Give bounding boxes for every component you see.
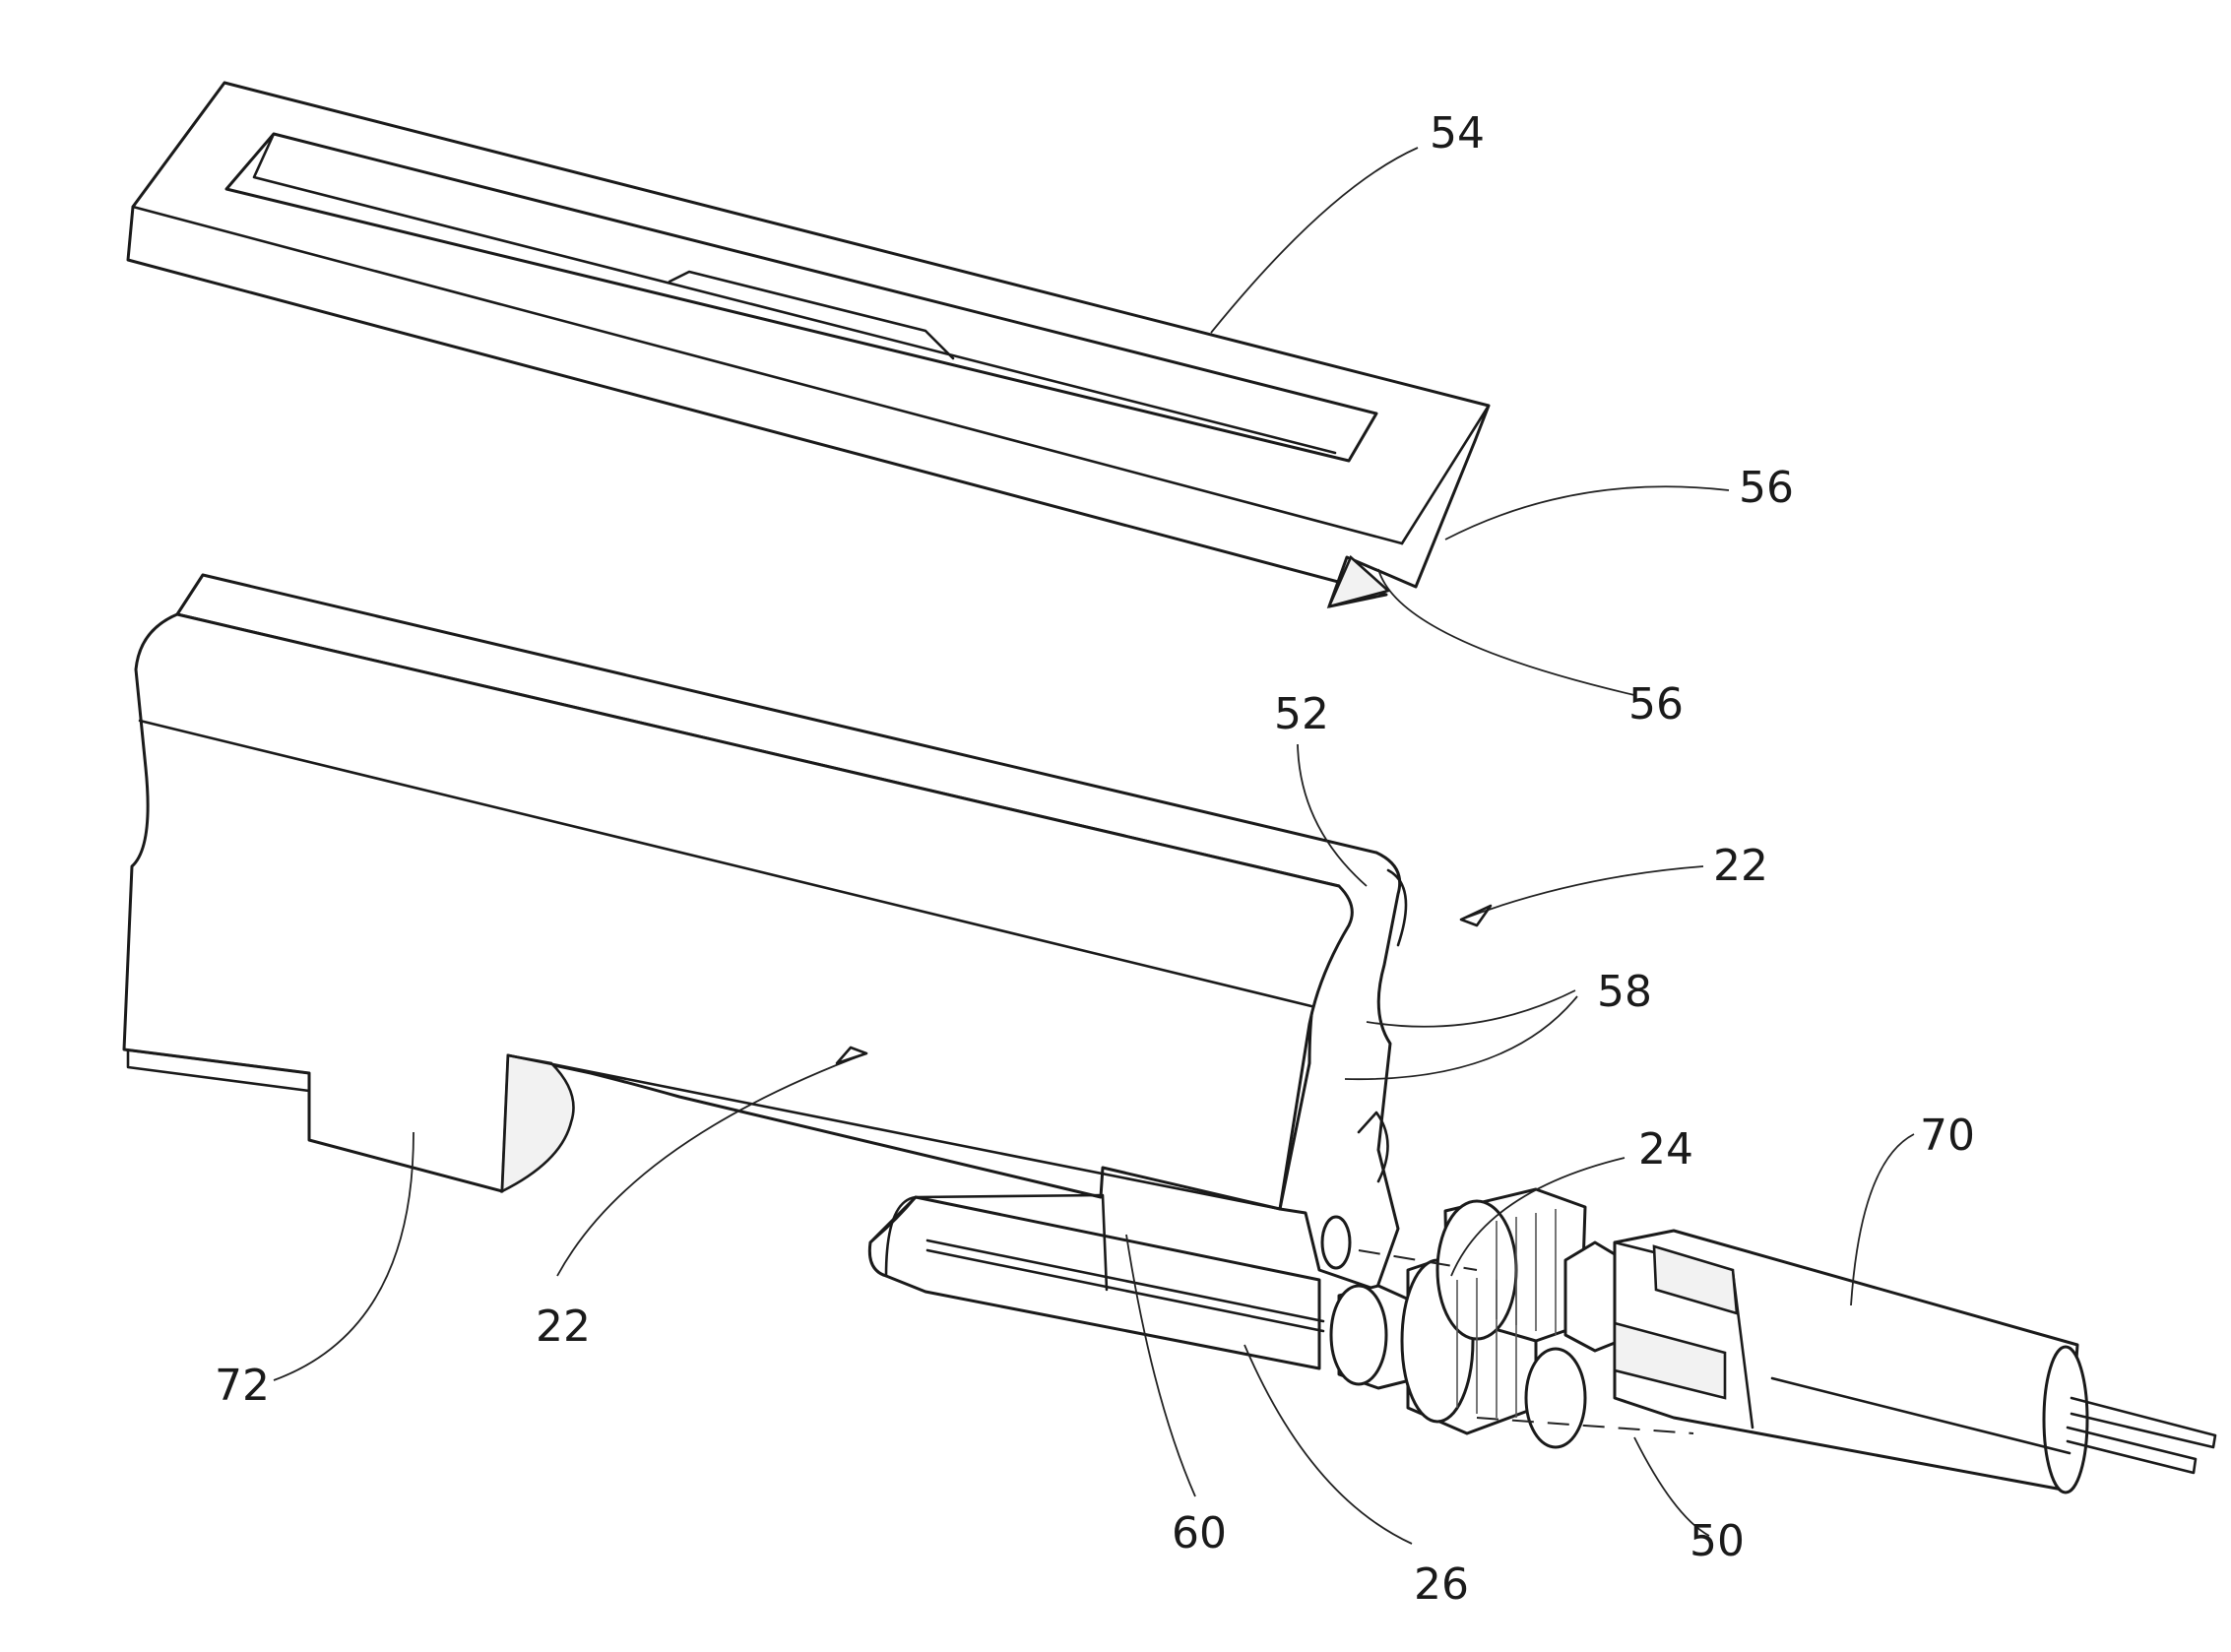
label-60: 60 [1172, 1508, 1227, 1558]
label-56-upper: 56 [1739, 463, 1794, 513]
housing-body [124, 575, 1406, 1290]
leader-54 [1211, 148, 1418, 333]
leader-22-right [1461, 866, 1703, 920]
label-22-left: 22 [536, 1302, 591, 1352]
label-54: 54 [1430, 108, 1485, 159]
lower-rail [869, 1195, 1323, 1368]
leader-56-lower [1378, 569, 1634, 695]
label-26: 26 [1414, 1559, 1469, 1610]
leader-70 [1851, 1134, 1914, 1305]
label-22-right: 22 [1713, 841, 1768, 891]
label-56-lower: 56 [1628, 679, 1684, 730]
lid-part [128, 83, 1489, 606]
label-24: 24 [1638, 1124, 1693, 1175]
label-52: 52 [1274, 689, 1329, 739]
label-58: 58 [1597, 967, 1652, 1017]
motor-body [1615, 1231, 2215, 1493]
label-50: 50 [1689, 1516, 1745, 1566]
label-70: 70 [1920, 1111, 1975, 1161]
label-72: 72 [215, 1361, 270, 1411]
leader-56-upper [1445, 486, 1729, 540]
leader-58-a [1367, 990, 1575, 1027]
leader-72 [274, 1132, 414, 1380]
axis-line-lower [1477, 1418, 1693, 1433]
arrowhead-22-right [1461, 906, 1491, 925]
